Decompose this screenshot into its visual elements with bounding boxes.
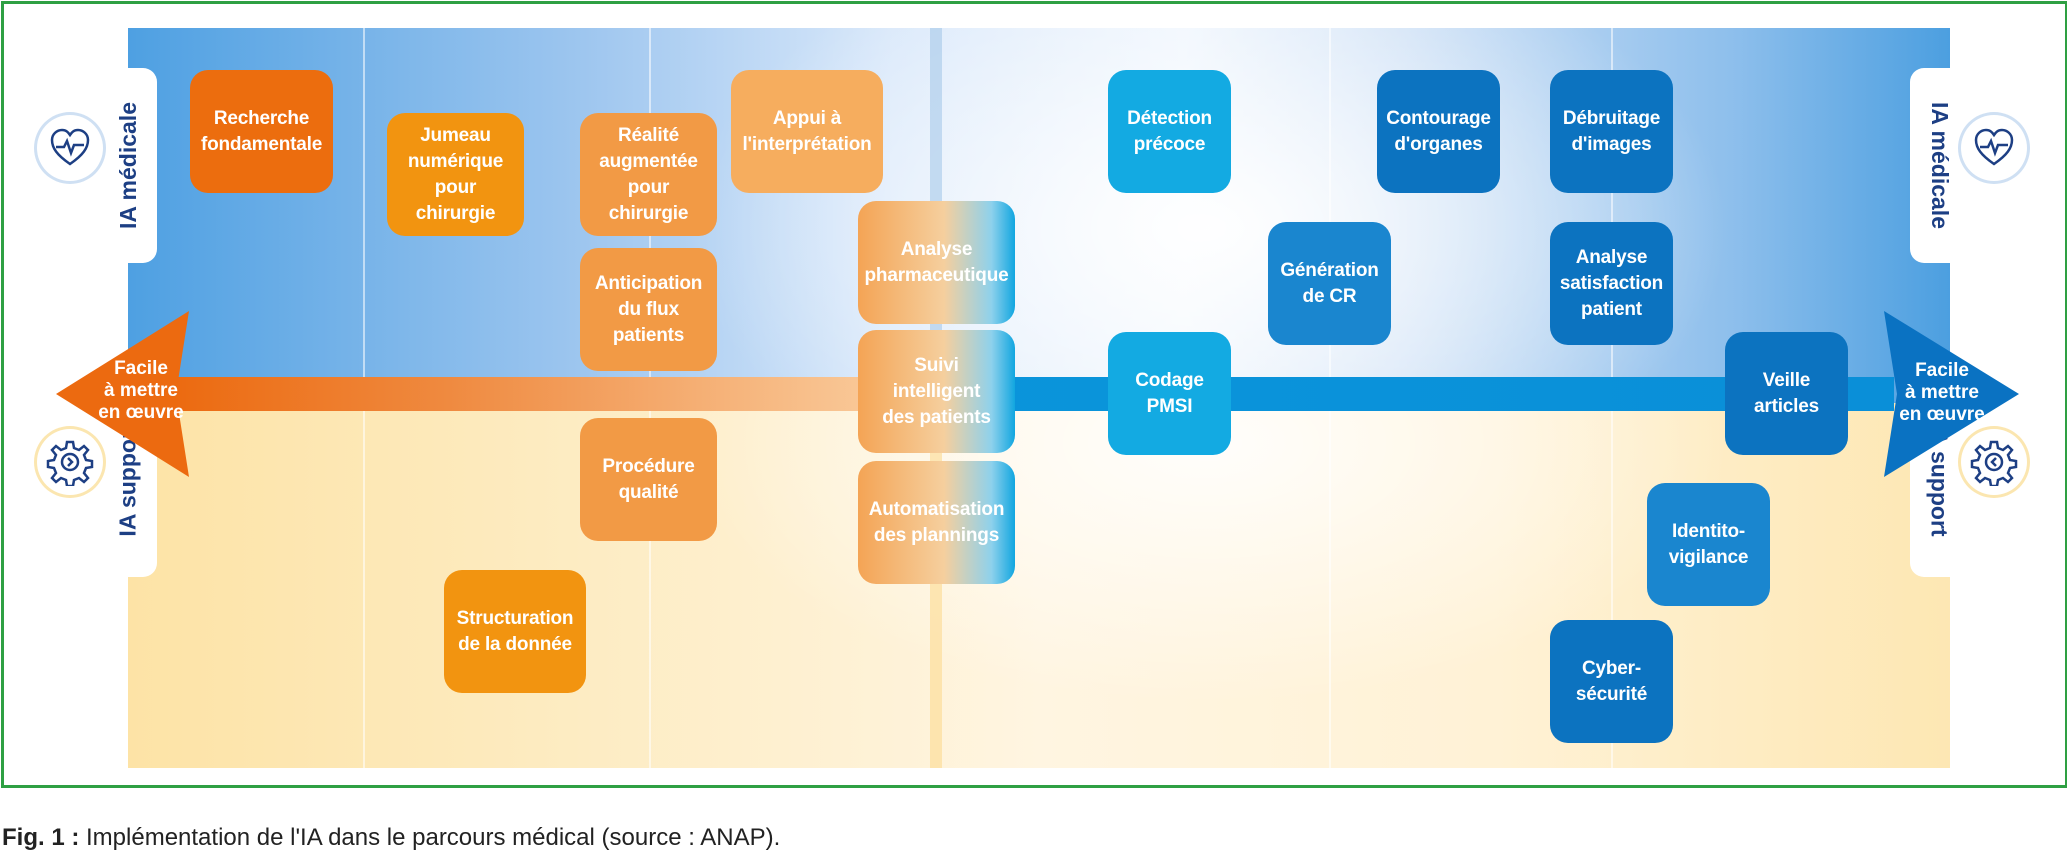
box-appui-interpretation: Appui à l'interprétation <box>731 70 883 193</box>
box-cyber-securite: Cyber- sécurité <box>1550 620 1673 743</box>
box-contourage-organes: Contourage d'organes <box>1377 70 1500 193</box>
gear-icon <box>1961 429 2027 495</box>
gear-icon <box>37 429 103 495</box>
axis-arrow <box>56 311 2019 477</box>
side-tab-medical-right: IA médicale <box>1910 68 1968 263</box>
box-debruitage-images: Débruitage d'images <box>1550 70 1673 193</box>
caption-text: Implémentation de l'IA dans le parcours … <box>79 824 781 851</box>
figure-caption: Fig. 1 : Implémentation de l'IA dans le … <box>2 824 780 852</box>
box-automatisation-plannings: Automatisation des plannings <box>858 461 1015 584</box>
axis-left-label: Facile à mettre en œuvre <box>98 358 184 423</box>
box-realite-augmentee: Réalité augmentée pour chirurgie <box>580 113 717 236</box>
caption-label: Fig. 1 : <box>2 824 80 851</box>
box-analyse-satisfaction: Analyse satisfaction patient <box>1550 222 1673 345</box>
side-tab-medical-left: IA médicale <box>99 68 157 263</box>
box-recherche-fondamentale: Recherche fondamentale <box>190 70 333 193</box>
box-anticipation-flux: Anticipation du flux patients <box>580 248 717 371</box>
box-structuration-donnee: Structuration de la donnée <box>444 570 586 693</box>
box-detection-precoce: Détection précoce <box>1108 70 1231 193</box>
box-analyse-pharmaceutique: Analyse pharmaceutique <box>858 201 1015 324</box>
heart-pulse-icon <box>37 115 103 181</box>
heart-pulse-icon <box>1961 115 2027 181</box>
figure-frame: IA médicale IA support IA médicale IA su… <box>1 1 2067 788</box>
box-identito-vigilance: Identito- vigilance <box>1647 483 1770 606</box>
box-codage-pmsi: Codage PMSI <box>1108 332 1231 455</box>
box-veille-articles: Veille articles <box>1725 332 1848 455</box>
box-generation-cr: Génération de CR <box>1268 222 1391 345</box>
box-procedure-qualite: Procédure qualité <box>580 418 717 541</box>
box-suivi-intelligent: Suivi intelligent des patients <box>858 330 1015 453</box>
box-jumeau-numerique: Jumeau numérique pour chirurgie <box>387 113 524 236</box>
axis-right-label: Facile à mettre en œuvre <box>1899 360 1985 425</box>
